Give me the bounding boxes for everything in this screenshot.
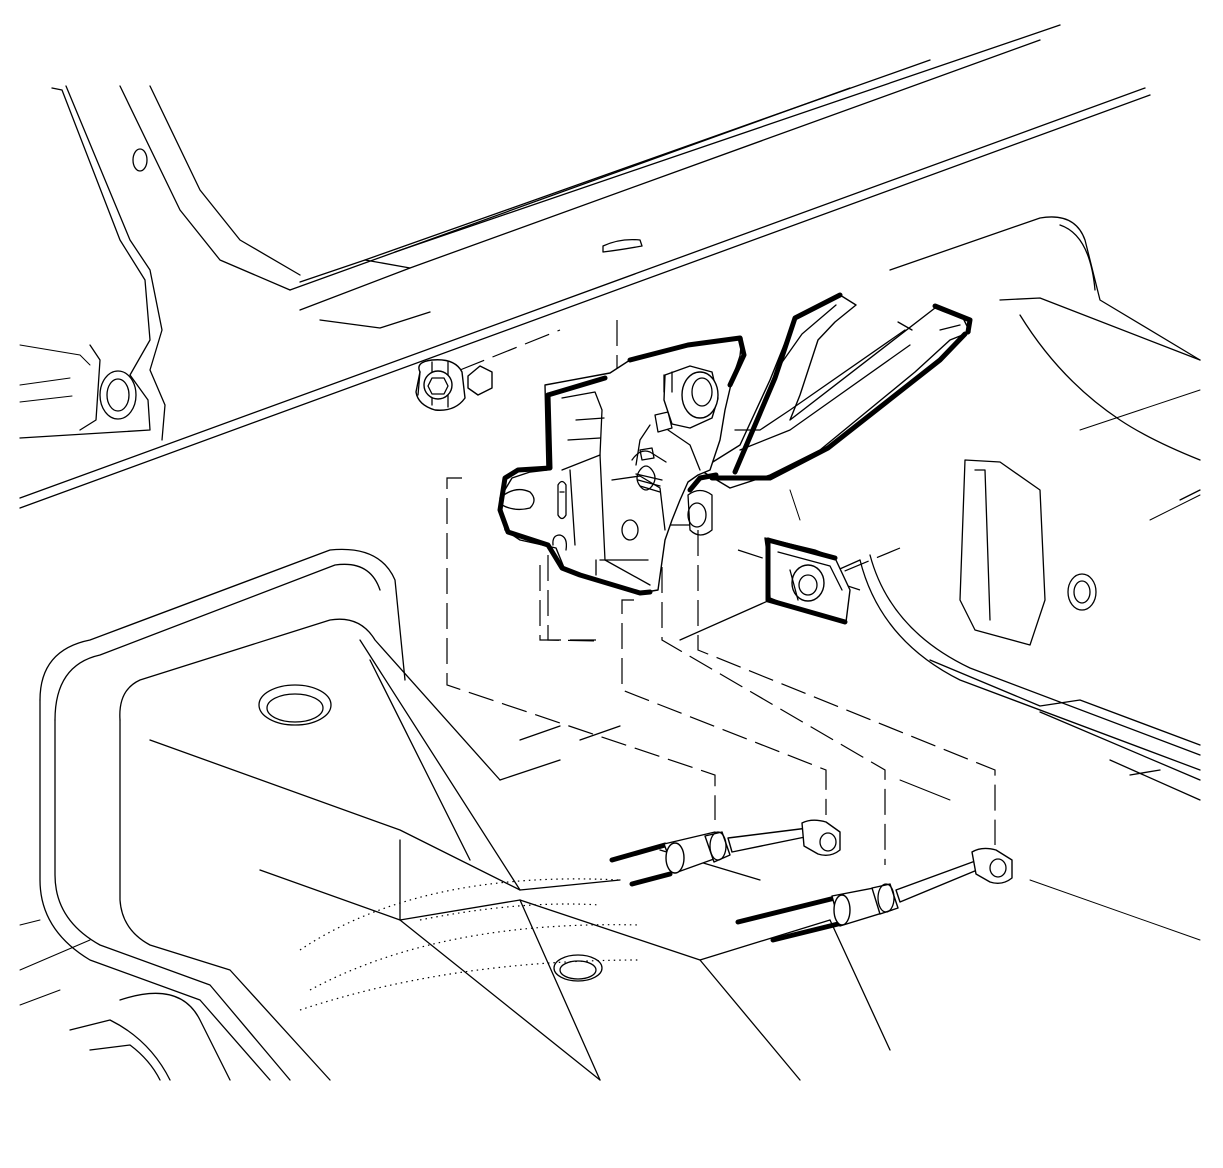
latch-bolt [415, 359, 493, 411]
radiator-support-panel [19, 24, 1201, 521]
cage-nut [764, 537, 851, 625]
release-cable-lower [735, 847, 1013, 943]
left-pillar-panel [19, 85, 301, 441]
front-frame-rail [19, 548, 891, 1081]
release-cable-upper [609, 819, 841, 887]
hood-latch-assembly [497, 292, 973, 596]
right-lower-panel [679, 459, 1201, 941]
